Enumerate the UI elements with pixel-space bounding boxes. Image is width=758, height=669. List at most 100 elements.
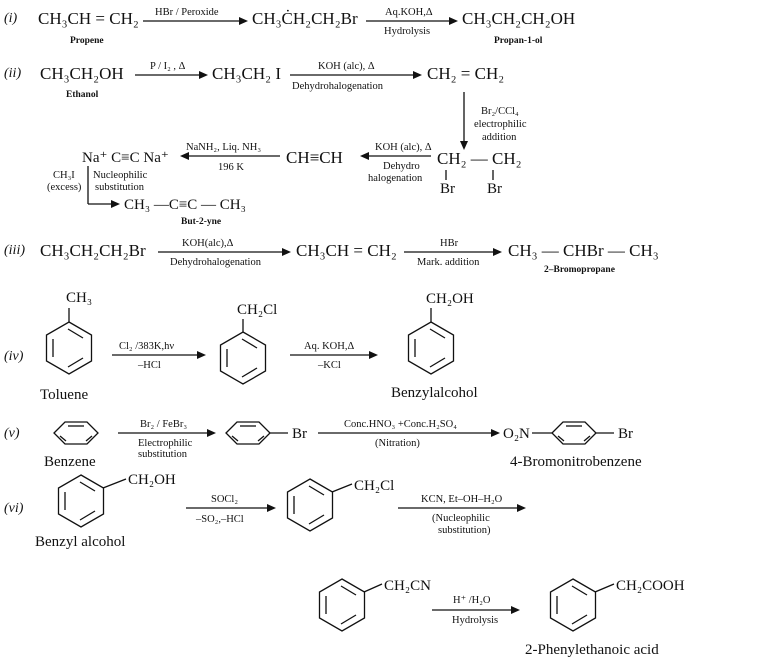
arrow-ii-4-condition-1: Dehydro <box>383 161 420 172</box>
arrow-ii-6-head <box>111 200 120 208</box>
arrow-ii-2-reagent: KOH (alc), Δ <box>318 61 375 72</box>
arrow-ii-6-condition-2: substitution <box>95 182 145 193</box>
benzyl-chloride-vi-substituent: CH₂Cl <box>354 478 394 494</box>
reaction-i: (i) CH₃CH = CH₂ Propene HBr / Peroxide C… <box>4 7 575 46</box>
arrow-ii-1-reagent: P / I₂ , Δ <box>150 61 186 72</box>
phenylethanoic-acid-name: 2-Phenylethanoic acid <box>525 642 659 658</box>
arrow-iii-2-condition: Mark. addition <box>417 257 480 268</box>
numeral-v: (v) <box>4 426 20 441</box>
arrow-i-1-reagent: HBr / Peroxide <box>155 7 219 18</box>
arrow-vi-2-reagent: KCN, Et–OH–H₂O <box>421 494 503 505</box>
ethyne-formula: CH≡CH <box>286 148 343 167</box>
butyne-formula: CH₃ —C≡C — CH₃ <box>124 197 246 213</box>
arrow-vi-3-condition: Hydrolysis <box>452 615 498 626</box>
bromonitrobenzene-nitro: O₂N <box>503 426 530 442</box>
arrow-v-1-reagent: Br₂ / FeBr₃ <box>140 419 187 430</box>
toluene-ring <box>45 321 93 375</box>
arrow-vi-2-condition-1: (Nucleophilic <box>432 513 490 524</box>
arrow-vi-1-condition: –SO₂,–HCl <box>195 514 244 525</box>
propene-formula: CH₃CH = CH₂ <box>38 9 139 28</box>
arrow-v-1-condition-1: Electrophilic <box>138 438 193 449</box>
benzyl-alcohol-vi-ring <box>57 474 105 528</box>
bromopropane-iii-formula: CH₃CH₂CH₂Br <box>40 241 146 260</box>
arrow-vi-1-reagent: SOCl₂ <box>211 494 238 505</box>
arrow-ii-down-condition-1: electrophilic <box>474 119 527 130</box>
arrow-ii-down-head <box>460 141 468 150</box>
arrow-ii-2-head <box>413 71 422 79</box>
arrow-iv-1-reagent: Cl₂ /383K,hν <box>119 341 174 352</box>
propene-name: Propene <box>70 36 104 46</box>
ethanol-formula: CH₃CH₂OH <box>40 64 124 83</box>
reaction-iv: (iv) CH₃ Toluene Cl₂ /383K,hν –HCl CH₂Cl… <box>4 290 478 403</box>
arrow-iii-1-condition: Dehydrohalogenation <box>170 257 262 268</box>
arrow-ii-4-reagent: KOH (alc), Δ <box>375 142 432 153</box>
arrow-ii-5-condition: 196 K <box>218 162 244 173</box>
arrow-ii-5-head <box>180 152 189 160</box>
ethene-formula: CH₂ = CH₂ <box>427 64 504 83</box>
arrow-vi-1-head <box>267 504 276 512</box>
bromopropane-formula: CH₃ĊH₂CH₂Br <box>252 9 358 28</box>
propanol-name: Propan-1-ol <box>494 36 543 46</box>
bromopropane-2-name: 2–Bromopropane <box>544 265 615 275</box>
arrow-vi-3-reagent: H⁺ /H₂O <box>453 595 491 606</box>
arrow-i-1-head <box>239 17 248 25</box>
reagent-excess: (excess) <box>47 182 82 193</box>
arrow-iii-1-reagent: KOH(alc),Δ <box>182 238 234 249</box>
arrow-vi-2-head <box>517 504 526 512</box>
toluene-substituent: CH₃ <box>66 290 92 306</box>
bromonitrobenzene-ring <box>551 421 597 445</box>
bromonitrobenzene-bromo: Br <box>618 426 633 442</box>
reaction-ii: (ii) CH₃CH₂OH Ethanol P / I₂ , Δ CH₃CH₂ … <box>4 61 527 227</box>
arrow-i-2-condition: Hydrolysis <box>384 26 430 37</box>
benzyl-chloride-vi-ring <box>286 478 334 532</box>
benzyl-chloride-vi-bond <box>331 483 353 493</box>
arrow-ii-down-condition-2: addition <box>482 132 517 143</box>
benzyl-chloride-ring <box>219 331 267 385</box>
arrow-i-2-reagent: Aq.KOH,Δ <box>385 7 433 18</box>
benzyl-cyanide-bond <box>363 583 383 593</box>
benzene-name: Benzene <box>44 454 96 470</box>
arrow-v-2-head <box>491 429 500 437</box>
arrow-vi-2-condition-2: substitution) <box>438 525 491 536</box>
ethanol-name: Ethanol <box>66 90 99 100</box>
benzyl-alcohol-ring <box>407 321 455 375</box>
arrow-v-1-head <box>207 429 216 437</box>
dibromoethane-br-2: Br <box>487 181 502 197</box>
numeral-i: (i) <box>4 11 18 26</box>
benzyl-alcohol-name: Benzylalcohol <box>391 385 478 401</box>
arrow-iv-2-condition: –KCl <box>317 360 341 371</box>
arrow-ii-4-head <box>360 152 369 160</box>
benzyl-cyanide-substituent: CH₂CN <box>384 578 431 594</box>
benzene-ring <box>53 421 99 445</box>
phenylethanoic-acid-bond <box>594 583 615 593</box>
arrow-ii-4-condition-2: halogenation <box>368 173 423 184</box>
benzyl-alcohol-vi-name: Benzyl alcohol <box>35 534 125 550</box>
benzyl-chloride-substituent: CH₂Cl <box>237 302 277 318</box>
arrow-iv-1-head <box>197 351 206 359</box>
numeral-iv: (iv) <box>4 349 24 364</box>
arrow-iv-2-head <box>369 351 378 359</box>
benzyl-cyanide-ring <box>318 578 366 632</box>
reaction-iii: (iii) CH₃CH₂CH₂Br KOH(alc),Δ Dehydrohalo… <box>4 238 659 275</box>
benzyl-alcohol-vi-substituent: CH₂OH <box>128 472 176 488</box>
arrow-iii-1-head <box>282 248 291 256</box>
bromopropane-2-formula: CH₃ — CHBr — CH₃ <box>508 241 659 260</box>
reaction-v: (v) Benzene Br₂ / FeBr₃ Electrophilic su… <box>4 419 642 470</box>
arrow-ii-5-reagent: NaNH₂, Liq. NH₃ <box>186 142 261 153</box>
numeral-vi: (vi) <box>4 501 24 516</box>
arrow-v-2-reagent: Conc.HNO₃ +Conc.H₂SO₄ <box>344 419 457 430</box>
arrow-iii-2-reagent: HBr <box>440 238 459 249</box>
arrow-vi-3-head <box>511 606 520 614</box>
reaction-vi: (vi) CH₂OH Benzyl alcohol SOCl₂ –SO₂,–HC… <box>4 472 685 658</box>
arrow-ii-down-reagent: Br₂/CCl₄ <box>481 106 519 117</box>
arrow-iv-2-reagent: Aq. KOH,Δ <box>304 341 354 352</box>
dibromoethane-formula: CH₂ — CH₂ <box>437 149 522 168</box>
iodoethane-formula: CH₃CH₂ I <box>212 64 281 83</box>
benzyl-alcohol-substituent: CH₂OH <box>426 291 474 307</box>
propene-iii-formula: CH₃CH = CH₂ <box>296 241 397 260</box>
toluene-name: Toluene <box>40 387 88 403</box>
bromobenzene-substituent: Br <box>292 426 307 442</box>
benzyl-alcohol-vi-bond <box>102 478 127 489</box>
arrow-iv-1-condition: –HCl <box>137 360 161 371</box>
arrow-ii-6-condition-1: Nucleophilic <box>93 170 148 181</box>
